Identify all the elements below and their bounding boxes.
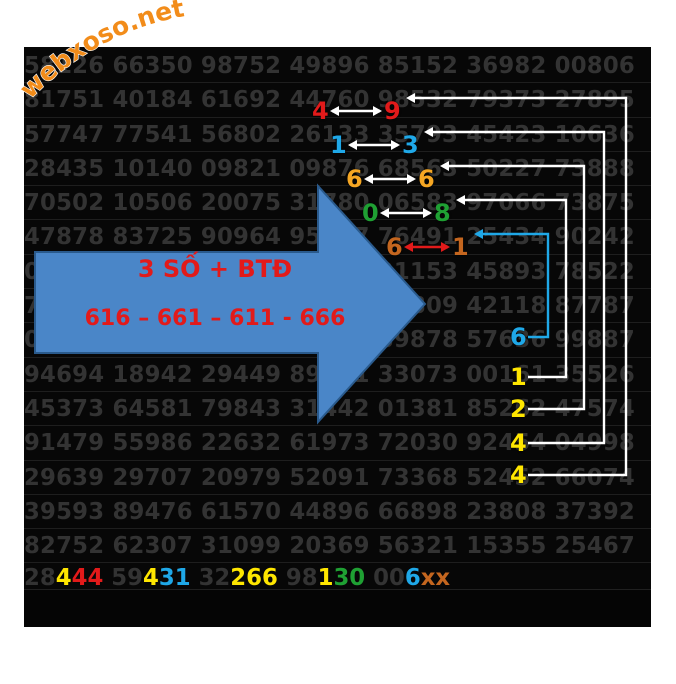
pair-right-digit: 8 (434, 199, 451, 227)
result-prefix: 00 (373, 565, 405, 591)
svg-text:webxoso.net: webxoso.net (14, 0, 187, 104)
arrowhead (456, 195, 465, 205)
pair-left-digit: 6 (346, 165, 363, 193)
connector-wire (410, 96, 628, 477)
result-digits: 31 (158, 565, 191, 591)
result-row: 28444 59431 32266 98130 006xx (24, 561, 651, 595)
result-group: 28444 (24, 565, 103, 591)
big-arrow-shape (34, 183, 427, 425)
arrowhead (404, 242, 413, 252)
connector-wire (428, 130, 606, 445)
pair-right-digit: 9 (384, 97, 401, 125)
grid-row: 28435 10140 09821 09876 68563 50227 7388… (24, 152, 651, 187)
pair-right-digit: 3 (402, 131, 419, 159)
logo-text: webxoso.net (13, 0, 187, 105)
grid-row: 81751 40184 61692 44760 98532 79373 2789… (24, 83, 651, 118)
arrowhead (474, 229, 483, 239)
arrowhead (348, 140, 357, 150)
pair-right-digit: 6 (418, 165, 435, 193)
result-group: 59431 (111, 565, 190, 591)
grid-row: 58126 66350 98752 49896 85152 36982 0080… (24, 49, 651, 84)
arrowhead (380, 208, 389, 218)
arrowhead (391, 140, 400, 150)
arrowhead (373, 106, 382, 116)
result-digits: xx (420, 565, 451, 591)
result-group: 006xx (373, 565, 450, 591)
result-prefix: 28 (24, 565, 56, 591)
grid-row: 29639 29707 20979 52091 73368 52452 6607… (24, 461, 651, 495)
connector-wire (478, 232, 550, 339)
grid-row: 39593 89476 61570 44896 66898 23808 3739… (24, 495, 651, 530)
pair-left-digit: 6 (386, 233, 403, 261)
result-prefix: 32 (198, 565, 231, 591)
arrowhead (441, 242, 450, 252)
arrowhead (424, 127, 433, 137)
connector-wire (460, 198, 568, 379)
arrowhead (330, 106, 339, 116)
arrowhead (406, 93, 415, 103)
stack-digit: 4 (510, 429, 527, 457)
arrowhead (407, 174, 416, 184)
arrowhead (440, 161, 449, 171)
stack-digit: 1 (510, 363, 527, 391)
stack-digit: 6 (510, 323, 527, 351)
result-digits: 266 (230, 565, 278, 591)
webxoso-logo: webxoso.net (13, 0, 187, 105)
result-digits: 4 (55, 565, 72, 591)
result-digits: 4 (143, 565, 159, 591)
arrow-banner-line2: 616 – 661 – 611 - 666 (84, 306, 346, 331)
arrow-banner-line1: 3 SỐ + BTĐ (137, 255, 293, 283)
result-digits: 1 (317, 565, 334, 591)
result-prefix: 59 (111, 565, 144, 591)
pair-right-digit: 1 (452, 233, 469, 261)
result-digits: 44 (71, 565, 104, 591)
result-digits: 6 (404, 565, 421, 591)
grid-row: 57747 77541 56802 26133 35793 45423 1063… (24, 118, 651, 152)
connector-wire (444, 164, 586, 411)
stack-digit: 4 (510, 461, 527, 489)
pair-left-digit: 4 (312, 97, 329, 125)
result-prefix: 98 (285, 565, 318, 591)
result-digits: 30 (333, 565, 366, 591)
arrowhead (423, 208, 432, 218)
grid-row: 82752 62307 31099 20369 56321 15355 2546… (24, 529, 651, 564)
result-group: 98130 (286, 565, 365, 591)
pair-left-digit: 0 (362, 199, 379, 227)
arrowhead (364, 174, 373, 184)
result-group: 32266 (199, 565, 278, 591)
pair-left-digit: 1 (330, 131, 347, 159)
bottom-band (24, 589, 651, 627)
connectors (330, 93, 628, 477)
arrow-banner-text: 3 SỐ + BTĐ 616 – 661 – 611 - 666 (35, 252, 395, 336)
stack-digit: 2 (510, 395, 527, 423)
